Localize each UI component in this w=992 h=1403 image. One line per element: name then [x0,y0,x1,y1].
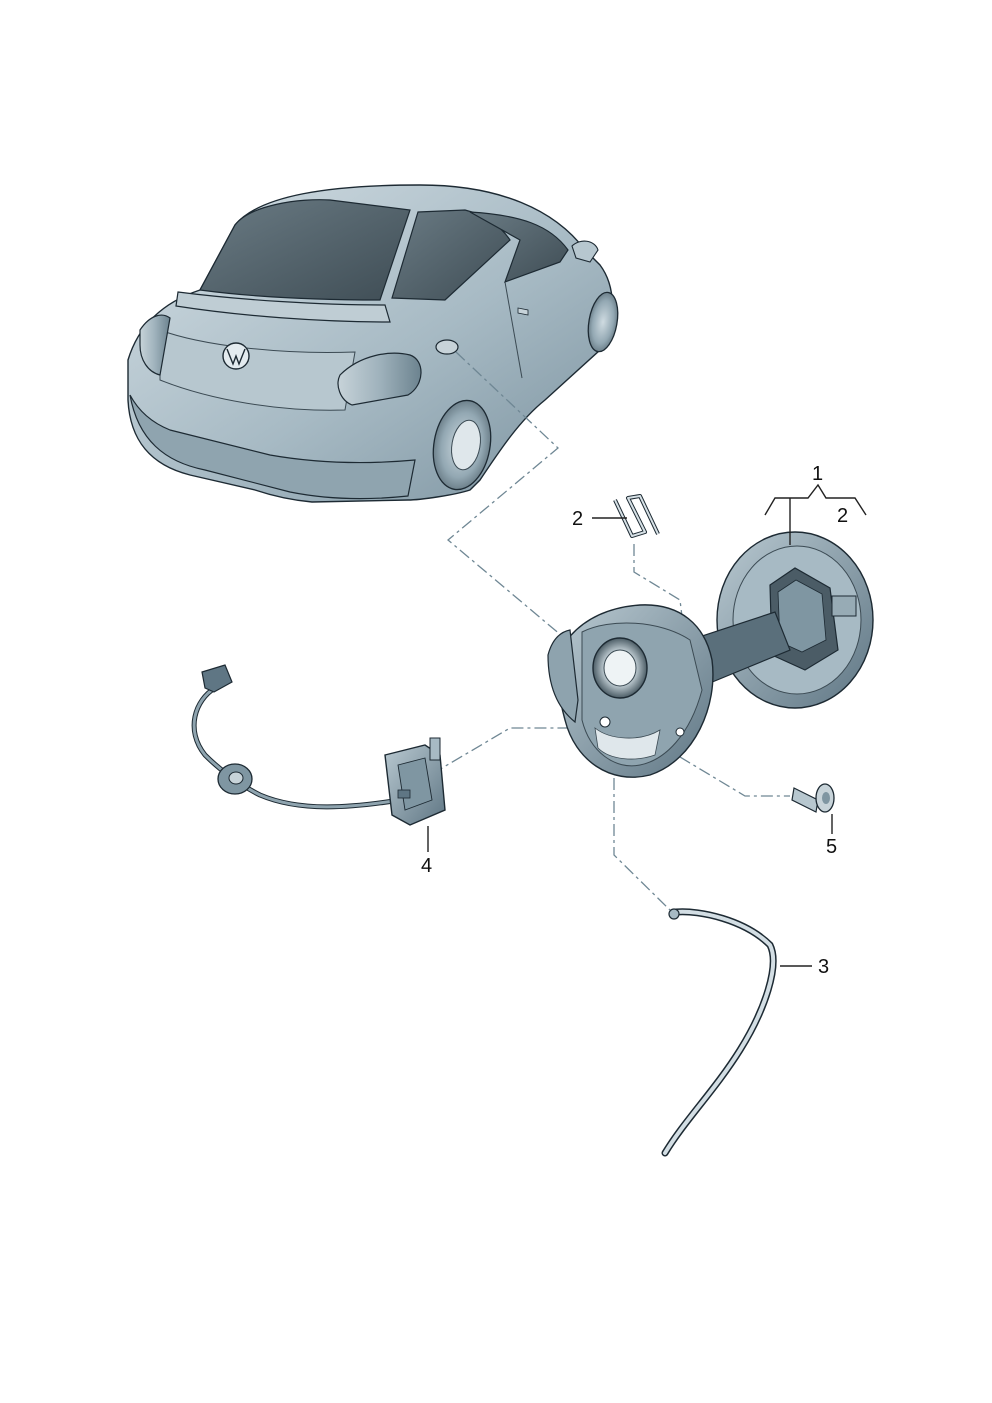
fuel-door-location-marker [435,339,459,355]
callout-5: 5 [826,836,837,858]
fuel-filler-flap [716,531,874,709]
locking-actuator-with-wiring [191,664,446,826]
callout-labels: 1 2 2 3 4 5 [421,463,848,978]
callout-leaders [427,483,867,967]
callout-4: 4 [421,855,432,877]
callout-2-bracket: 2 [837,505,848,527]
car-rear-view [127,184,619,503]
drain-hose [661,908,777,1157]
fuel-filler-housing [547,604,714,778]
callout-3: 3 [818,956,829,978]
vw-emblem [222,342,250,370]
bolt [791,783,835,813]
dashed-leader-lines [431,351,790,913]
callout-2-clip: 2 [572,508,583,530]
spring-clip [613,494,660,538]
callout-1: 1 [812,463,823,485]
